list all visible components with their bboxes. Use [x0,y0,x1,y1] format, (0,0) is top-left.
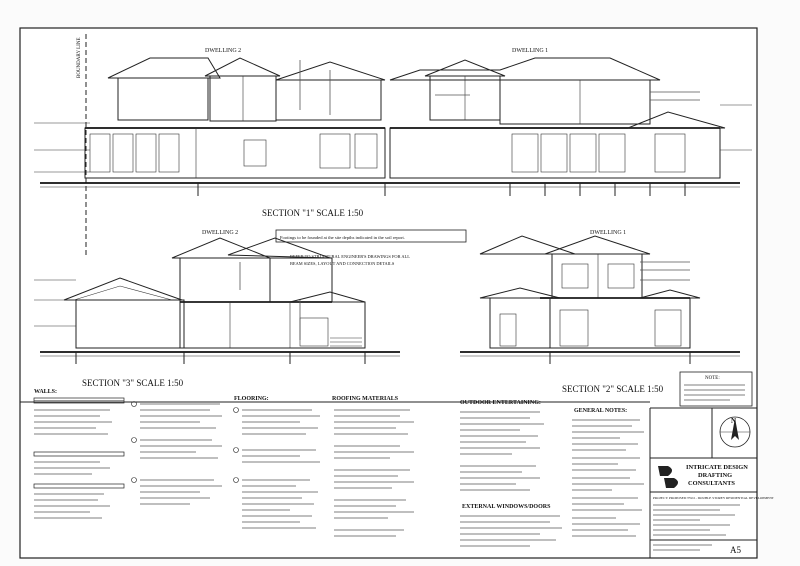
general-heading: GENERAL NOTES: [574,408,627,414]
walls-legend [33,397,125,519]
external-heading: EXTERNAL WINDOWS/DOORS [462,504,551,510]
walls-heading: WALLS: [34,389,57,395]
section-3-dwelling-2-label: DWELLING 2 [202,230,238,236]
flooring-notes [233,407,320,529]
structural-note-line-2: BEAM SIZES, LAYOUT AND CONNECTION DETAIL… [290,261,395,267]
section-2-dwelling-1-label: DWELLING 1 [590,230,626,236]
flooring-heading: FLOORING: [234,396,269,402]
section-3-title: SECTION "3" SCALE 1:50 [82,378,184,388]
roofing-heading: ROOFING MATERIALS [332,396,399,402]
note-box-title: NOTE: [705,376,720,381]
general-notes [572,419,644,537]
roofing-notes [334,409,414,537]
section-2-drawing [460,235,740,364]
firm-name-line-2: DRAFTING [698,472,732,479]
firm-logo-icon [658,466,678,488]
section-2-title: SECTION "2" SCALE 1:50 [562,384,664,394]
external-notes [460,515,562,547]
section-1-dwelling-2-label: DWELLING 2 [205,48,241,54]
north-label: N [731,417,736,425]
sheet-border [19,27,758,559]
project-description: PROJECT: PROPOSED TWO - DOUBLE STOREY RE… [653,496,775,500]
wall-detail-notes [131,401,222,505]
section-1-dwelling-1-label: DWELLING 1 [512,48,548,54]
title-block [649,407,757,558]
title-block-details [653,504,740,551]
firm-name-line-1: INTRICATE DESIGN [686,464,748,471]
footing-callout-box [275,229,467,243]
section-1-drawing [34,57,752,196]
outdoor-heading: OUTDOOR ENTERTAINING: [460,400,541,406]
north-arrow-icon [719,416,751,448]
outdoor-notes [460,411,544,491]
section-1-title: SECTION "1" SCALE 1:50 [262,208,364,218]
boundary-line-label: BOUNDARY LINE [77,37,82,78]
structural-note-line-1: REFER TO STRUCTURAL ENGINEER'S DRAWINGS … [290,254,410,259]
firm-name-line-3: CONSULTANTS [688,480,735,487]
footing-callout-text: Footings to be founded at the site depth… [280,235,405,240]
sheet-number: A5 [730,545,741,555]
section-3-drawing [34,237,400,364]
